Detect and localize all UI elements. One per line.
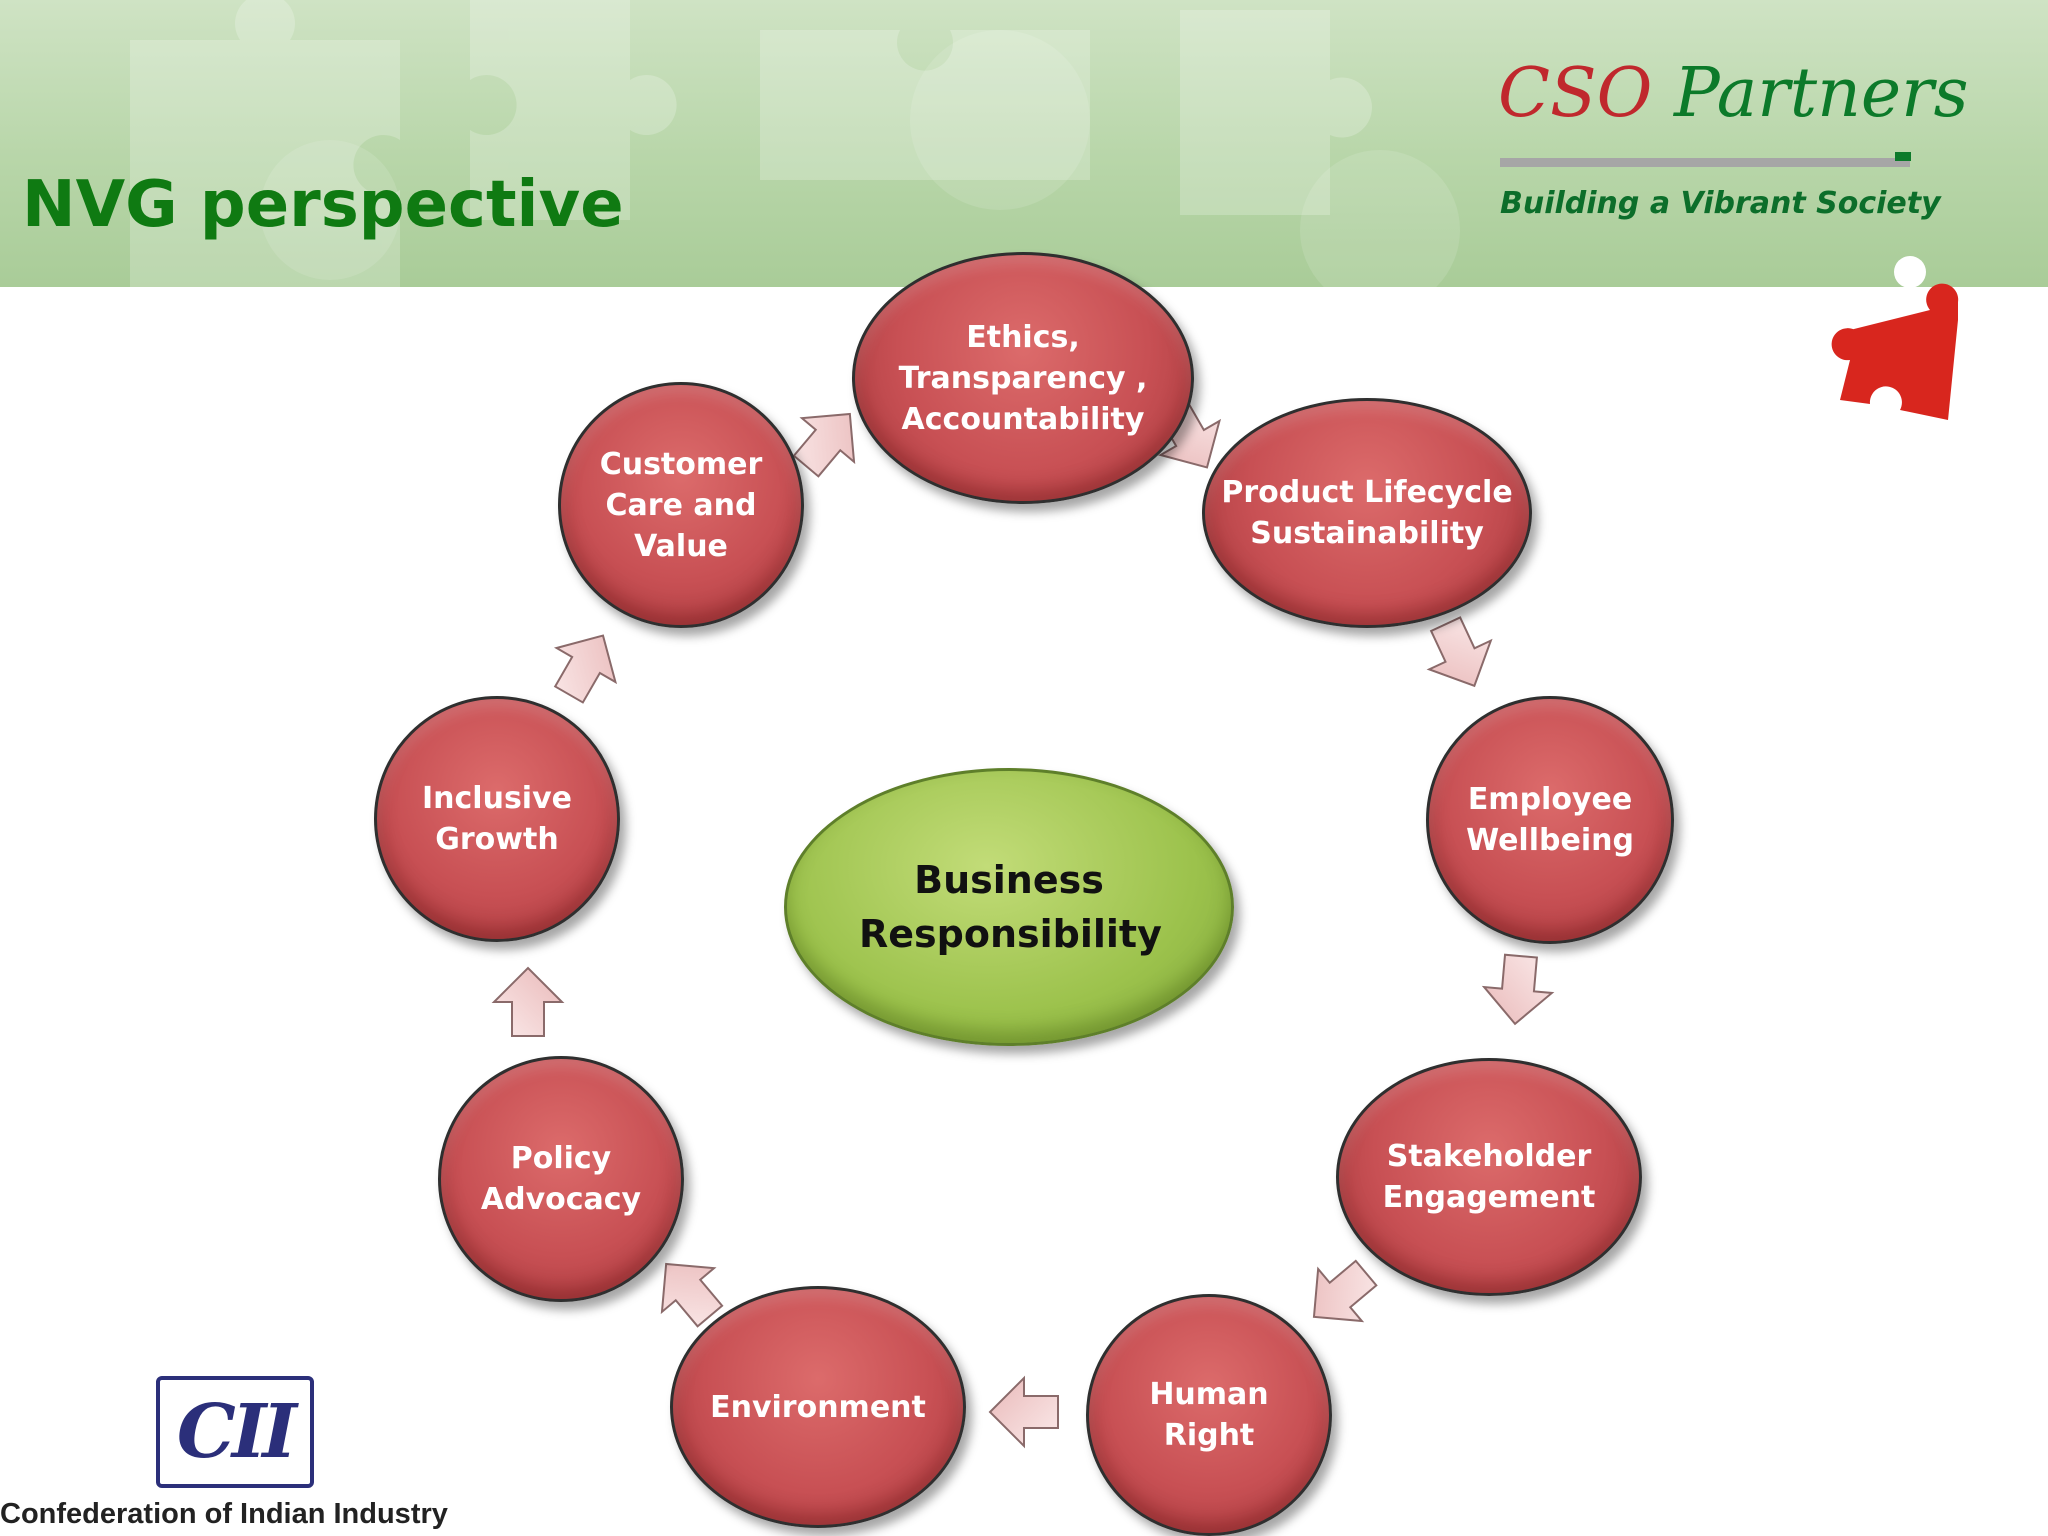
logo-tagline: Building a Vibrant Society [1500,186,1941,221]
center-node-business-responsibility: Business Responsibility [784,768,1234,1046]
node-label: Policy Advocacy [480,1141,642,1217]
node-employee-wellbeing: Employee Wellbeing [1426,696,1674,944]
flow-arrow [1426,616,1493,688]
node-product-lifecycle: Product Lifecycle Sustainability [1202,398,1532,628]
flow-arrow [1481,953,1555,1026]
cii-org-name: Confederation of Indian Industry [0,1498,448,1530]
flow-arrow [1312,1259,1378,1323]
node-policy-advocacy: Policy Advocacy [438,1056,684,1302]
logo-underline-tip [1895,152,1911,161]
node-label: Environment [710,1389,926,1425]
node-stakeholder-engagement: Stakeholder Engagement [1336,1058,1642,1296]
flow-arrow [988,1375,1059,1449]
node-label: Inclusive Growth [422,781,572,857]
node-label: Human Right [1149,1377,1269,1453]
node-environment: Environment [670,1286,966,1528]
flow-arrow [491,966,565,1037]
node-label: Ethics, Transparency , Accountability [898,319,1148,437]
slide-title: NVG perspective [22,168,624,242]
cii-logo: CII [156,1376,314,1488]
node-label: Stakeholder Engagement [1382,1139,1596,1215]
flow-arrow [660,1262,724,1328]
logo-word-1: CSO [1498,54,1653,133]
node-human-right: Human Right [1086,1294,1332,1536]
logo-word-2: Partners [1674,54,1969,133]
logo-underline [1500,158,1910,167]
puzzle-piece-icon [1831,256,1959,420]
cso-partners-logo: CSO Partners [1498,60,1969,128]
node-inclusive-growth: Inclusive Growth [374,696,620,942]
flow-arrow [792,412,856,478]
cii-logo-text: CII [176,1389,297,1475]
header-band: NVG perspective CSO Partners Building a … [0,0,2048,287]
node-label: Customer Care and Value [599,446,763,564]
node-customer-care: Customer Care and Value [558,382,804,628]
center-label: Business Responsibility [859,858,1162,956]
flow-arrow [553,634,618,704]
node-label: Product Lifecycle Sustainability [1221,475,1513,551]
puzzle-background-graphic [130,0,1460,287]
node-label: Employee Wellbeing [1466,782,1634,858]
node-ethics: Ethics, Transparency , Accountability [852,252,1194,504]
